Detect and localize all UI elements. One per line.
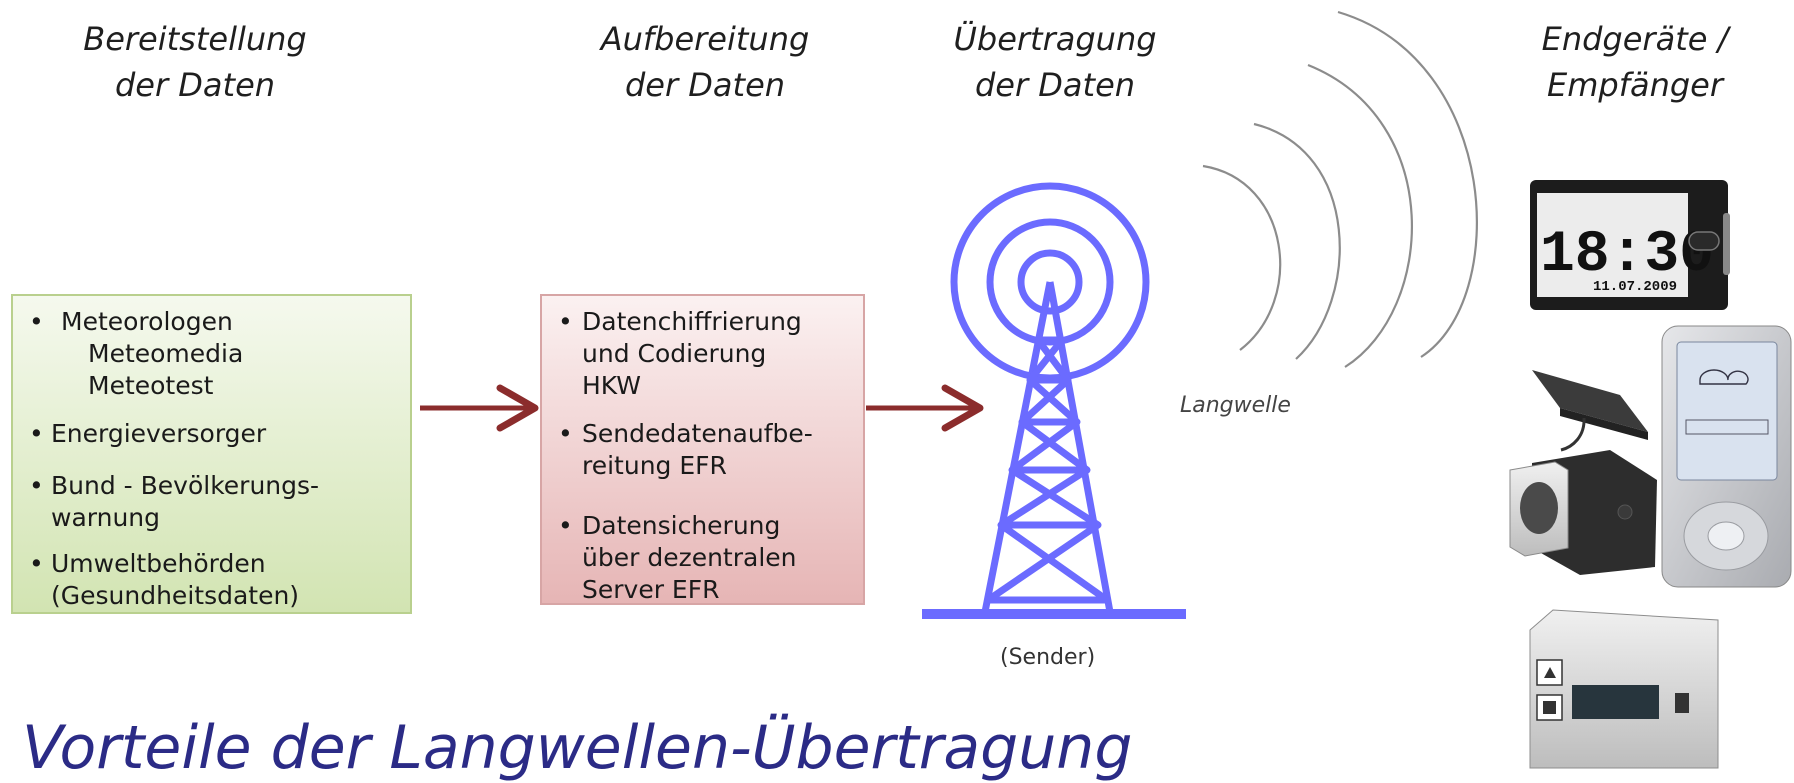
stage-heading-line: Aufbereitung bbox=[600, 20, 810, 58]
bullet: • bbox=[558, 419, 573, 448]
din-rail-receiver-device bbox=[1529, 609, 1719, 769]
list-item-label: Meteorologen bbox=[61, 307, 233, 336]
tower-signal-ring bbox=[1017, 249, 1083, 315]
radio-wave-arc bbox=[1202, 164, 1282, 351]
transmitter-caption: (Sender) bbox=[1000, 645, 1096, 670]
list-item-label: reitung EFR bbox=[582, 451, 727, 480]
radio-wave-arc bbox=[1307, 63, 1413, 368]
footer-title: Vorteile der Langwellen-Übertragung bbox=[22, 713, 1133, 783]
stage-heading-line: Endgeräte / bbox=[1541, 20, 1729, 58]
list-item-label: Umweltbehörden bbox=[51, 549, 266, 578]
list-item-label: Datenchiffrierung bbox=[582, 307, 802, 336]
radio-waves-icon bbox=[1202, 10, 1478, 368]
clock-time-display: 18:30 bbox=[1540, 223, 1714, 288]
bullet: • bbox=[29, 307, 44, 336]
list-item-label: (Gesundheitsdaten) bbox=[51, 581, 300, 610]
stage-heading-devices: Endgeräte / Empfänger bbox=[1500, 16, 1770, 108]
tower-lattice bbox=[986, 336, 1110, 604]
stage-heading-provision: Bereitstellung der Daten bbox=[60, 16, 330, 108]
list-item-label: Server EFR bbox=[582, 575, 720, 604]
transmitter-tower-icon bbox=[922, 182, 1186, 619]
clock-date-display: 11.07.2009 bbox=[1593, 279, 1677, 295]
list-item-label: HKW bbox=[582, 371, 642, 400]
list-item-label: Datensicherung bbox=[582, 511, 781, 540]
data-providers-box: • Meteorologen Meteomedia Meteotest • En… bbox=[11, 294, 412, 614]
list-item-sub: Meteotest bbox=[88, 371, 214, 400]
bullet: • bbox=[29, 419, 44, 448]
stage-heading-line: der Daten bbox=[624, 66, 786, 104]
list-item-label: Bund - Bevölkerungs- bbox=[51, 471, 320, 500]
clock-radio-device: 18:30 11.07.2009 bbox=[1530, 180, 1730, 310]
bullet: • bbox=[29, 549, 44, 578]
bullet: • bbox=[558, 307, 573, 336]
bullet: • bbox=[558, 511, 573, 540]
list-item-sub: Meteomedia bbox=[88, 339, 244, 368]
list-item-label: Energieversorger bbox=[51, 419, 267, 448]
stage-heading-line: Empfänger bbox=[1546, 66, 1723, 104]
tower-base bbox=[922, 609, 1186, 619]
list-item-label: warnung bbox=[51, 503, 161, 532]
radio-wave-arc bbox=[1337, 10, 1478, 358]
stage-heading-line: Übertragung bbox=[953, 20, 1157, 58]
stage-heading-line: Bereitstellung bbox=[83, 20, 307, 58]
data-processing-box: • Datenchiffrierung und Codierung HKW • … bbox=[540, 294, 865, 605]
radio-wave-arc bbox=[1253, 122, 1341, 360]
stage-heading-processing: Aufbereitung der Daten bbox=[570, 16, 840, 108]
list-item-label: über dezentralen bbox=[582, 543, 797, 572]
list-item-label: und Codierung bbox=[582, 339, 767, 368]
bullet: • bbox=[29, 471, 44, 500]
stage-heading-line: der Daten bbox=[114, 66, 276, 104]
power-plug-device bbox=[1509, 450, 1657, 575]
stage-heading-transmission: Übertragung der Daten bbox=[920, 16, 1190, 108]
long-wave-caption: Langwelle bbox=[1180, 393, 1291, 418]
stage-heading-line: der Daten bbox=[974, 66, 1136, 104]
list-item-label: Sendedatenaufbe- bbox=[582, 419, 813, 448]
weather-station-device bbox=[1661, 325, 1792, 588]
outdoor-sensor-device bbox=[1532, 370, 1648, 452]
